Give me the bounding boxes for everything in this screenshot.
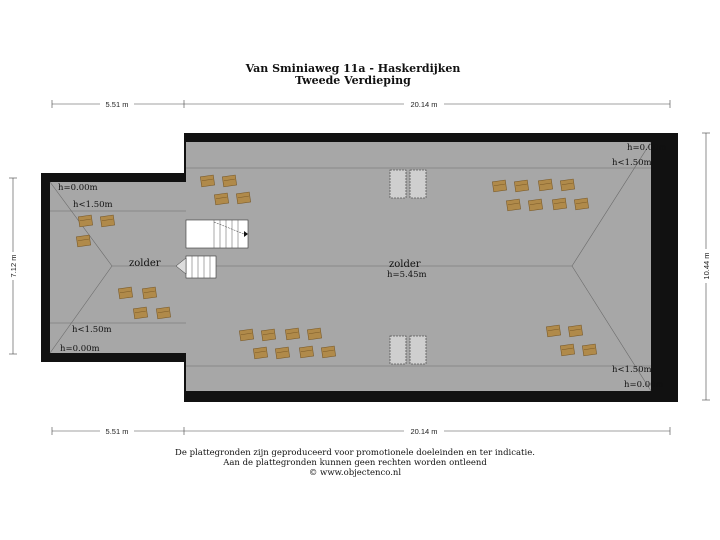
footer-line-3: © www.objectenco.nl (309, 468, 402, 478)
storage-box (582, 343, 597, 357)
storage-box (574, 197, 589, 211)
main-room-height: h=5.45m (387, 270, 427, 280)
storage-box (142, 286, 157, 300)
staircase (175, 219, 249, 279)
storage-box (528, 198, 543, 212)
left-room-name: zolder (129, 258, 161, 269)
storage-box (76, 234, 91, 248)
skylights (389, 169, 427, 365)
bottom-dimension-line (51, 427, 671, 435)
storage-box (560, 343, 575, 357)
storage-box (492, 179, 507, 193)
storage-box (538, 178, 553, 192)
storage-box (275, 346, 290, 360)
main-h-bottom: h=0.00m (624, 380, 664, 390)
dim-right-side: 10.44 m (702, 252, 711, 279)
left-floor (50, 182, 186, 353)
storage-box (253, 346, 268, 360)
storage-box (222, 174, 237, 188)
storage-box (118, 286, 133, 300)
storage-box (100, 214, 115, 228)
footer-line-1: De plattegronden zijn geproduceerd voor … (175, 448, 535, 458)
left-roof-lines (49, 181, 186, 354)
storage-box (506, 198, 521, 212)
plan-title: Van Sminiaweg 11a - Haskerdijken (245, 62, 461, 75)
storage-box (568, 324, 583, 338)
footer-line-2: Aan de plattegronden kunnen geen rechten… (222, 458, 487, 468)
storage-box (307, 327, 322, 341)
storage-boxes (76, 174, 597, 360)
storage-box (514, 179, 529, 193)
storage-box (133, 306, 148, 320)
storage-box (285, 327, 300, 341)
left-h-top-inner: h<1.50m (73, 200, 113, 210)
storage-box (236, 191, 251, 205)
dim-left-side: 7.12 m (9, 255, 18, 278)
dim-bottom-right: 20.14 m (410, 427, 437, 436)
left-h-top: h=0.00m (58, 183, 98, 193)
storage-box (299, 345, 314, 359)
left-h-bottom: h=0.00m (60, 344, 100, 354)
storage-box (78, 214, 93, 228)
main-h-bottom-inner: h<1.50m (612, 365, 652, 375)
dim-top-right: 20.14 m (410, 100, 437, 109)
storage-box (261, 328, 276, 342)
main-roof-lines (186, 141, 652, 392)
top-dimension-line (51, 100, 671, 108)
dim-top-left: 5.51 m (106, 100, 129, 109)
storage-box (546, 324, 561, 338)
storage-box (239, 328, 254, 342)
storage-box (200, 174, 215, 188)
storage-box (321, 345, 336, 359)
main-h-top: h=0.00m (627, 143, 667, 153)
storage-box (156, 306, 171, 320)
main-room-name: zolder (389, 259, 421, 270)
storage-box (552, 197, 567, 211)
plan-subtitle: Tweede Verdieping (295, 74, 411, 87)
storage-box (560, 178, 575, 192)
main-h-top-inner: h<1.50m (612, 158, 652, 168)
storage-box (214, 192, 229, 206)
dim-bottom-left: 5.51 m (106, 427, 129, 436)
left-h-bottom-inner: h<1.50m (72, 325, 112, 335)
